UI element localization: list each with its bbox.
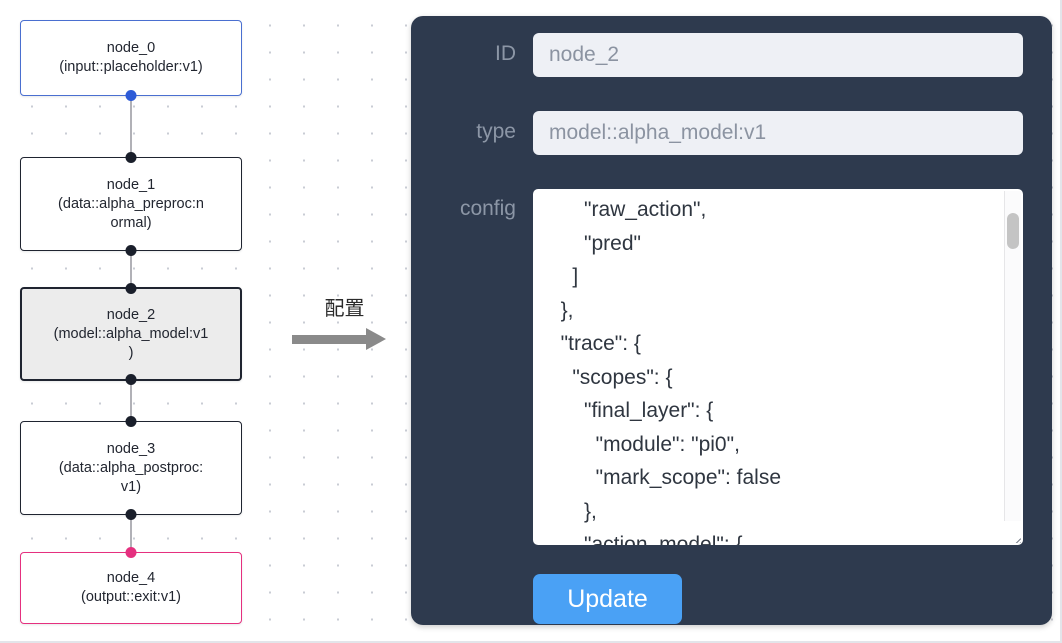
arrow-shaft <box>292 335 370 344</box>
right-arrow-icon <box>292 328 397 350</box>
graph-node-label: node_3 (data::alpha_postproc: v1) <box>58 440 204 495</box>
node-config-panel: ID type config Update <box>411 16 1052 625</box>
connection-handle-dot[interactable] <box>125 283 137 294</box>
connection-handle-dot[interactable] <box>125 90 137 101</box>
update-button[interactable]: Update <box>533 574 682 624</box>
config-textarea[interactable] <box>533 189 1023 545</box>
canvas-bottom-border <box>0 641 1062 643</box>
connection-handle-dot[interactable] <box>125 152 137 163</box>
scrollbar-thumb[interactable] <box>1007 213 1019 249</box>
graph-node-node_2[interactable]: node_2 (model::alpha_model:v1 ) <box>20 283 242 385</box>
canvas-right-border <box>1060 0 1062 643</box>
graph-node-node_4[interactable]: node_4 (output::exit:v1) <box>20 547 242 624</box>
vertical-scrollbar[interactable] <box>1004 191 1021 521</box>
connection-handle-dot[interactable] <box>125 416 137 427</box>
resize-grip-icon[interactable] <box>1005 527 1021 543</box>
graph-node-label: node_0 (input::placeholder:v1) <box>59 40 203 75</box>
arrow-head <box>366 328 386 350</box>
graph-node-label: node_1 (data::alpha_preproc:n ormal) <box>58 176 204 231</box>
graph-node-node_1[interactable]: node_1 (data::alpha_preproc:n ormal) <box>20 152 242 256</box>
edge-node0-node1[interactable] <box>130 91 133 162</box>
graph-node-label: node_2 (model::alpha_model:v1 ) <box>53 306 209 361</box>
id-input[interactable] <box>533 33 1023 77</box>
edge-node1-node2[interactable] <box>130 246 133 292</box>
annotation-group: 配置 <box>292 296 397 350</box>
id-field-label: ID <box>495 42 516 65</box>
field-row-id: ID <box>411 33 1052 77</box>
connection-handle-dot[interactable] <box>125 374 137 385</box>
graph-node-node_0[interactable]: node_0 (input::placeholder:v1) <box>20 20 242 101</box>
field-row-type: type <box>411 111 1052 155</box>
connection-handle-dot[interactable] <box>125 509 137 520</box>
config-editor-wrap <box>533 189 1023 545</box>
graph-node-node_3[interactable]: node_3 (data::alpha_postproc: v1) <box>20 416 242 520</box>
config-field-label: config <box>459 197 516 220</box>
field-row-config: config <box>411 189 1052 545</box>
connection-handle-dot[interactable] <box>125 245 137 256</box>
edge-node3-node4[interactable] <box>130 510 133 557</box>
annotation-label: 配置 <box>324 296 365 320</box>
type-field-label: type <box>476 120 516 143</box>
graph-node-label: node_4 (output::exit:v1) <box>81 570 181 605</box>
edge-node2-node3[interactable] <box>130 376 133 426</box>
type-input[interactable] <box>533 111 1023 155</box>
connection-handle-dot[interactable] <box>125 547 137 558</box>
